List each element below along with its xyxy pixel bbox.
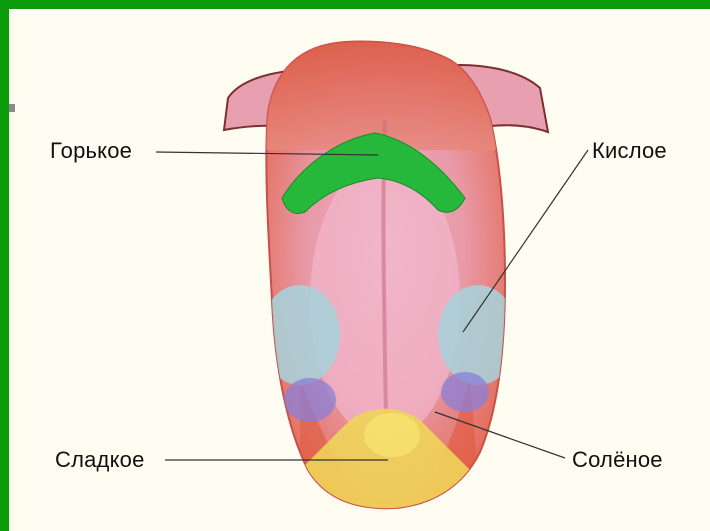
sour-label: Кислое xyxy=(592,138,667,164)
bitter-label: Горькое xyxy=(50,138,132,164)
sour-zone-left xyxy=(260,285,340,385)
salty-zone-right xyxy=(441,372,489,412)
salty-label: Солёное xyxy=(572,447,663,473)
salty-zone-left xyxy=(284,378,336,422)
sour-zone-right xyxy=(438,285,518,385)
sweet-label: Сладкое xyxy=(55,447,145,473)
